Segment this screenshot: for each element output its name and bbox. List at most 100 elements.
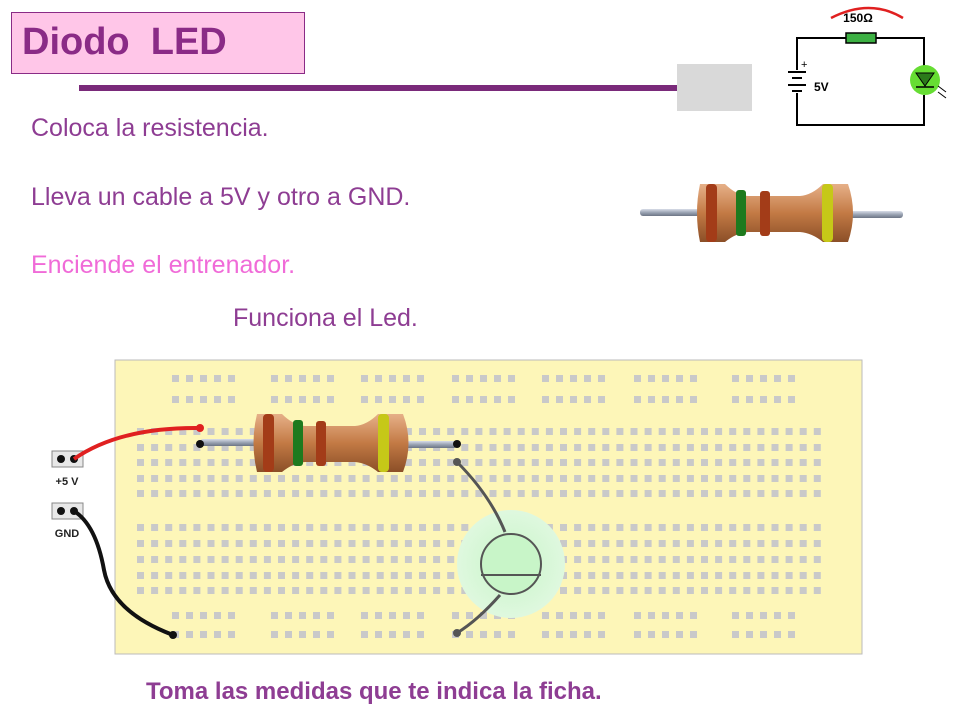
breadboard-hole [249, 490, 257, 497]
battery-icon: + [788, 59, 807, 92]
breadboard-hole [774, 631, 781, 638]
breadboard-hole [799, 572, 807, 579]
breadboard-hole [179, 475, 187, 482]
breadboard-hole [419, 572, 426, 579]
breadboard-hole [235, 475, 243, 482]
breadboard-hole [560, 540, 567, 547]
breadboard-hole [263, 490, 271, 497]
breadboard-hole [447, 524, 455, 531]
breadboard-hole [701, 444, 708, 451]
breadboard-hole [235, 428, 243, 435]
breadboard-hole [334, 556, 342, 563]
breadboard-hole [616, 572, 624, 579]
breadboard-hole [235, 540, 243, 547]
breadboard-hole [574, 428, 582, 435]
breadboard: +5 V GND [51, 359, 863, 655]
breadboard-hole [165, 556, 173, 563]
breadboard-hole [263, 524, 271, 531]
breadboard-hole [403, 375, 410, 382]
breadboard-hole [757, 459, 765, 466]
breadboard-hole [743, 444, 751, 451]
breadboard-hole [320, 572, 328, 579]
breadboard-hole [574, 556, 582, 563]
breadboard-hole [376, 475, 384, 482]
breadboard-hole [376, 587, 384, 594]
breadboard-hole [313, 612, 320, 619]
breadboard-hole [193, 572, 201, 579]
breadboard-hole [658, 444, 666, 451]
breadboard-hole [193, 428, 201, 435]
breadboard-hole [757, 475, 765, 482]
breadboard-hole [320, 540, 328, 547]
breadboard-hole [172, 396, 179, 403]
breadboard-hole [404, 587, 412, 594]
breadboard-hole [560, 459, 567, 466]
breadboard-hole [788, 375, 795, 382]
breadboard-hole [584, 396, 591, 403]
breadboard-hole [560, 475, 567, 482]
breadboard-hole [813, 490, 821, 497]
breadboard-hole [292, 490, 300, 497]
breadboard-hole [249, 524, 257, 531]
breadboard-hole [447, 475, 455, 482]
breadboard-hole [494, 375, 501, 382]
breadboard-hole [676, 612, 683, 619]
breadboard-hole [313, 375, 320, 382]
breadboard-hole [214, 612, 221, 619]
breadboard-hole [570, 375, 577, 382]
breadboard-hole [334, 572, 342, 579]
breadboard-hole [788, 612, 795, 619]
breadboard-hole [419, 490, 426, 497]
breadboard-hole [404, 459, 412, 466]
breadboard-hole [494, 396, 501, 403]
breadboard-hole [299, 375, 306, 382]
breadboard-hole [715, 556, 723, 563]
breadboard-hole [560, 490, 567, 497]
breadboard-hole [701, 540, 708, 547]
breadboard-hole [249, 444, 257, 451]
breadboard-hole [799, 587, 807, 594]
breadboard-hole [433, 490, 441, 497]
breadboard-hole [757, 540, 765, 547]
breadboard-hole [404, 524, 412, 531]
breadboard-hole [390, 572, 398, 579]
breadboard-hole [644, 540, 652, 547]
breadboard-hole [278, 475, 285, 482]
breadboard-hole [574, 572, 582, 579]
breadboard-hole [172, 375, 179, 382]
breadboard-hole [701, 490, 708, 497]
breadboard-hole [235, 490, 243, 497]
breadboard-hole [658, 572, 666, 579]
breadboard-hole [461, 444, 469, 451]
breadboard-hole [729, 587, 737, 594]
breadboard-hole [584, 375, 591, 382]
breadboard-hole [221, 540, 229, 547]
breadboard-hole [207, 524, 215, 531]
breadboard-hole [221, 524, 229, 531]
breadboard-hole [186, 631, 193, 638]
breadboard-hole [644, 475, 652, 482]
breadboard-hole [743, 459, 751, 466]
breadboard-hole [686, 490, 694, 497]
breadboard-hole [433, 587, 441, 594]
breadboard-hole [306, 587, 314, 594]
breadboard-hole [690, 631, 697, 638]
breadboard-hole [648, 631, 655, 638]
breadboard-hole [630, 572, 638, 579]
breadboard-hole [306, 572, 314, 579]
breadboard-hole [466, 631, 473, 638]
breadboard-hole [743, 587, 751, 594]
breadboard-hole [574, 587, 582, 594]
breadboard-hole [403, 631, 410, 638]
breadboard-hole [662, 612, 669, 619]
breadboard-hole [503, 444, 511, 451]
breadboard-hole [584, 612, 591, 619]
breadboard-hole [263, 587, 271, 594]
breadboard-hole [531, 459, 539, 466]
breadboard-hole [433, 540, 441, 547]
breadboard-hole [348, 572, 356, 579]
breadboard-hole [560, 428, 567, 435]
breadboard-hole [648, 612, 655, 619]
step-place-resistor: Coloca la resistencia. [31, 114, 269, 142]
breadboard-hole [334, 540, 342, 547]
